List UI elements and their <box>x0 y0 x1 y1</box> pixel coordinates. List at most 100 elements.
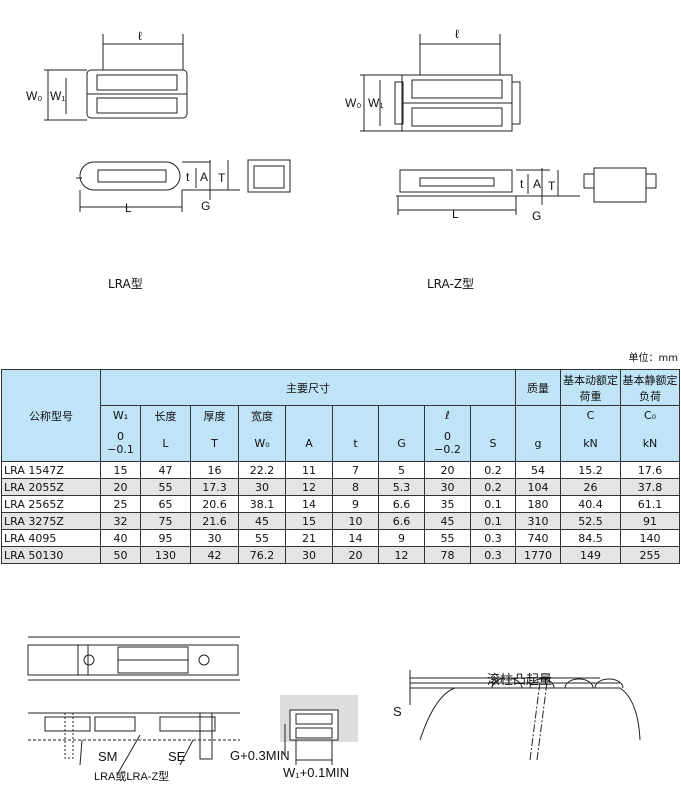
header-static-load: 基本静额定负荷 <box>620 369 680 406</box>
header-g: g <box>515 425 561 462</box>
cell-L: 65 <box>140 495 191 513</box>
cell-L: 75 <box>140 512 191 530</box>
cell-C: 149 <box>560 546 621 564</box>
cell-w0: 22.2 <box>238 461 286 479</box>
cell-S: 0.3 <box>470 529 516 547</box>
header-L: L <box>140 425 191 462</box>
cell-A: 30 <box>285 546 333 564</box>
cell-w1: 50 <box>100 546 141 564</box>
svg-text:T: T <box>548 179 556 193</box>
cell-w1: 32 <box>100 512 141 530</box>
header-model: 公称型号 <box>1 369 101 462</box>
svg-text:G: G <box>532 209 541 223</box>
cell-L: 55 <box>140 478 191 496</box>
cell-C: 40.4 <box>560 495 621 513</box>
cell-mass: 104 <box>515 478 561 496</box>
cell-L: 95 <box>140 529 191 547</box>
cell-T: 21.6 <box>190 512 239 530</box>
svg-text:L: L <box>125 201 132 215</box>
cell-model: LRA 3275Z <box>1 512 101 530</box>
cell-G: 12 <box>378 546 425 564</box>
svg-text:LRA或LRA-Z型: LRA或LRA-Z型 <box>94 769 169 783</box>
header-c0-unit: kN <box>620 425 680 462</box>
svg-text:W₀: W₀ <box>26 89 42 103</box>
cell-l: 78 <box>424 546 471 564</box>
cell-l: 45 <box>424 512 471 530</box>
svg-text:L: L <box>452 207 459 221</box>
header-a-top <box>285 405 333 426</box>
header-width: 宽度 <box>238 405 286 426</box>
rollers-top <box>96 74 178 114</box>
cell-S: 0.3 <box>470 546 516 564</box>
header-S: S <box>470 425 516 462</box>
svg-text:W₁: W₁ <box>368 96 383 110</box>
cell-t: 8 <box>332 478 379 496</box>
cell-C0: 140 <box>620 529 680 547</box>
svg-text:t: t <box>186 170 190 184</box>
cell-l: 55 <box>424 529 471 547</box>
svg-text:W₁+0.1MIN: W₁+0.1MIN <box>283 765 349 780</box>
cell-l: 30 <box>424 478 471 496</box>
header-s-top <box>470 405 516 426</box>
svg-text:t: t <box>520 177 524 191</box>
cell-mass: 54 <box>515 461 561 479</box>
svg-text:G+0.3MIN: G+0.3MIN <box>230 748 290 763</box>
cell-T: 16 <box>190 461 239 479</box>
cell-model: LRA 2565Z <box>1 495 101 513</box>
cell-A: 14 <box>285 495 333 513</box>
cell-L: 130 <box>140 546 191 564</box>
svg-text:T: T <box>218 171 226 185</box>
cell-model: LRA 4095 <box>1 529 101 547</box>
cell-t: 9 <box>332 495 379 513</box>
svg-text:SM: SM <box>98 749 118 764</box>
cell-model: LRA 1547Z <box>1 461 101 479</box>
cell-C: 84.5 <box>560 529 621 547</box>
svg-text:SE: SE <box>168 749 186 764</box>
header-l-tol: 0 −0.2 <box>424 425 471 462</box>
header-T: T <box>190 425 239 462</box>
header-t-top <box>332 405 379 426</box>
spec-table: 公称型号 主要尺寸 质量 基本动额定荷重 基本静额定负荷 W₁ 长度 厚度 宽度… <box>1 369 680 564</box>
cell-w0: 30 <box>238 478 286 496</box>
header-w1-tol: 0 −0.1 <box>100 425 141 462</box>
cell-l: 20 <box>424 461 471 479</box>
cell-C0: 17.6 <box>620 461 680 479</box>
cell-A: 15 <box>285 512 333 530</box>
mounting-drawing: SM SE LRA或LRA-Z型 G+0.3MIN W₁+0.1MIN <box>27 636 358 783</box>
header-main-dims: 主要尺寸 <box>100 369 516 406</box>
header-w1: W₁ <box>100 405 141 426</box>
header-w0: W₀ <box>238 425 286 462</box>
cell-mass: 310 <box>515 512 561 530</box>
cell-C0: 91 <box>620 512 680 530</box>
cell-C: 52.5 <box>560 512 621 530</box>
lra-drawing: ℓ W₀ W₁ t A T L G <box>26 29 291 215</box>
cell-w0: 55 <box>238 529 286 547</box>
svg-text:ℓ: ℓ <box>455 27 459 41</box>
header-c: C <box>560 405 621 426</box>
cell-S: 0.1 <box>470 512 516 530</box>
cell-A: 12 <box>285 478 333 496</box>
svg-text:ℓ: ℓ <box>138 29 142 43</box>
cell-w0: 38.1 <box>238 495 286 513</box>
header-A: A <box>285 425 333 462</box>
cell-G: 6.6 <box>378 512 425 530</box>
cell-w1: 25 <box>100 495 141 513</box>
cell-C0: 61.1 <box>620 495 680 513</box>
cell-t: 10 <box>332 512 379 530</box>
header-mass: 质量 <box>515 369 561 406</box>
cell-w0: 76.2 <box>238 546 286 564</box>
svg-text:A: A <box>200 170 208 184</box>
header-l: ℓ <box>424 405 471 426</box>
cell-C0: 37.8 <box>620 478 680 496</box>
header-thickness: 厚度 <box>190 405 239 426</box>
units-label: 单位：mm <box>628 353 678 364</box>
cell-A: 11 <box>285 461 333 479</box>
header-length: 长度 <box>140 405 191 426</box>
cell-S: 0.2 <box>470 478 516 496</box>
header-c0: C₀ <box>620 405 680 426</box>
